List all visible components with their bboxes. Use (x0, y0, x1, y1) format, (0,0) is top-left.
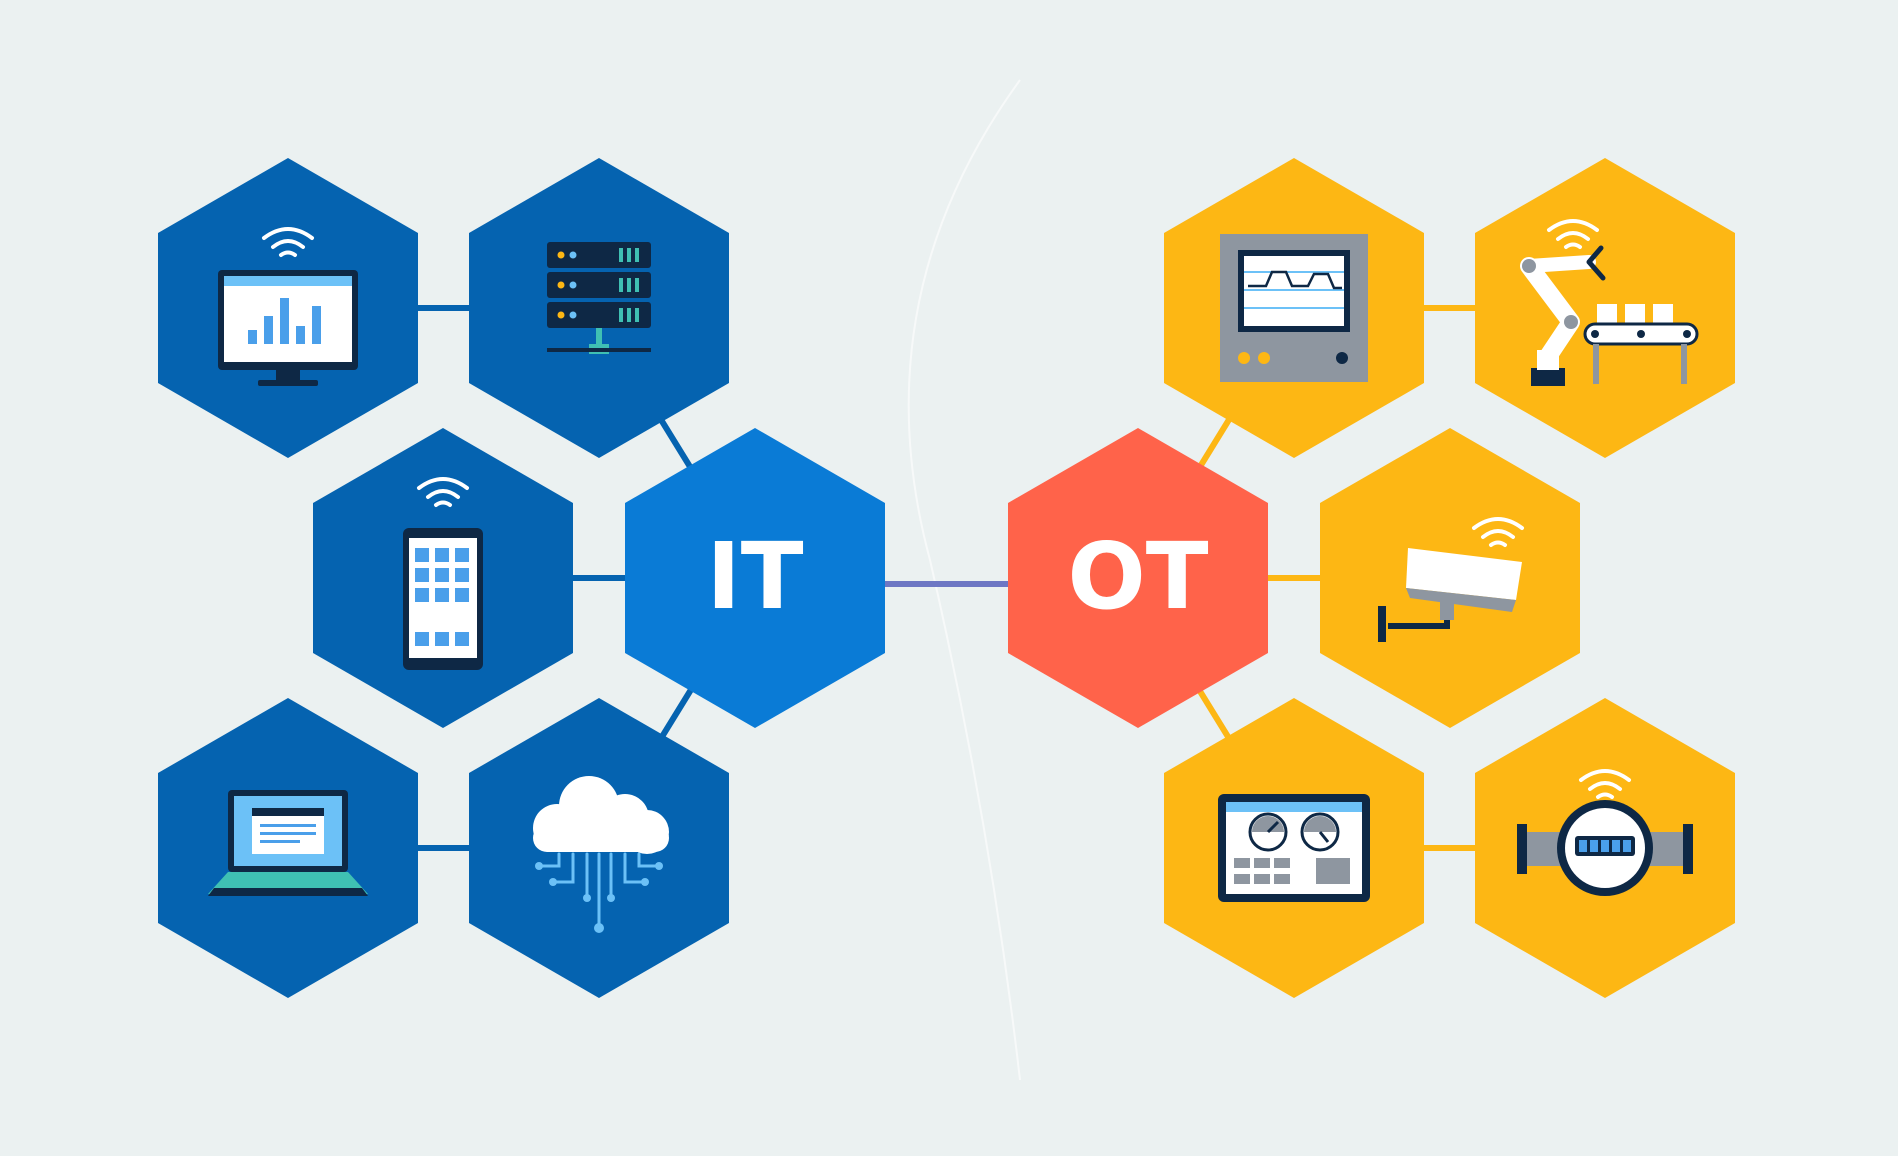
background-arc (907, 79, 1021, 1081)
server-icon (547, 242, 651, 354)
hmi-panel-icon (1220, 234, 1368, 382)
connectors (410, 305, 1484, 851)
it-node-server (469, 158, 729, 458)
smartphone-icon (403, 477, 483, 670)
ot-node-tablet (1164, 698, 1424, 998)
ot-label: OT (1068, 523, 1209, 630)
it-node-monitor (158, 158, 418, 458)
ot-node-robot (1475, 158, 1735, 458)
flow-meter-icon (1517, 769, 1693, 896)
it-node-cloud (469, 698, 729, 998)
ot-node-meter (1475, 698, 1735, 998)
connector-hmi-ot (1195, 416, 1233, 472)
ot-center-node: OT (1008, 428, 1268, 728)
connector-server-it (657, 416, 695, 472)
connector-cloud-it (657, 686, 695, 742)
it-node-laptop (158, 698, 418, 998)
ot-node-camera (1320, 428, 1580, 728)
it-center-node: IT (625, 428, 885, 728)
connector-ot-tablet (1195, 686, 1233, 742)
it-label: IT (707, 523, 804, 630)
cctv-camera-icon (1378, 517, 1524, 642)
laptop-icon (208, 790, 368, 896)
cloud-network-icon (533, 776, 669, 933)
robot-arm-conveyor-icon (1520, 219, 1699, 386)
monitor-chart-icon (218, 227, 358, 386)
gauge-tablet-icon (1218, 794, 1370, 902)
it-node-phone (313, 428, 573, 728)
ot-node-hmi (1164, 158, 1424, 458)
